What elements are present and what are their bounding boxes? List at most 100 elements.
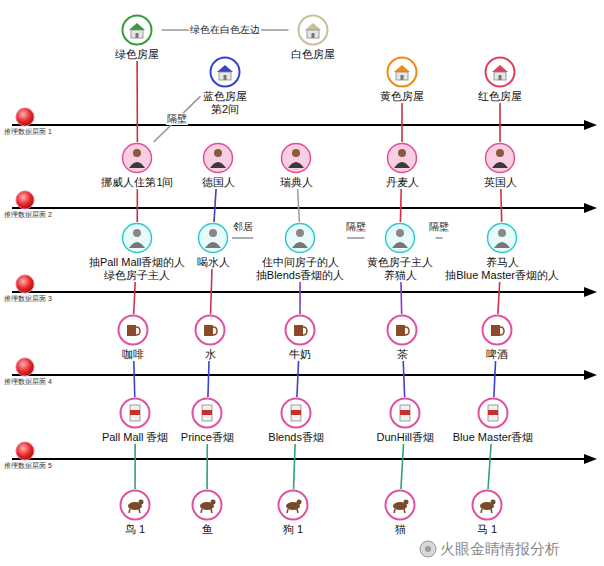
icon-node: 鸟 1 [117,489,154,536]
connector [400,282,402,314]
icon-node: 住中间房子的人抽Blends香烟的人 [253,222,347,282]
node-label: 抽Blue Master香烟的人 [445,269,560,282]
person-icon [386,142,418,174]
edge-label: 隔壁 [345,221,367,233]
node-label: 养猫人 [367,269,434,282]
watermark-logo [420,541,436,557]
icon-node: 咖啡 [115,314,152,361]
icon-node: 丹麦人 [383,142,421,189]
icon-node: Prince香烟 [178,397,237,444]
timeline-label: 推理数据层面 4 [4,378,52,386]
node-label: 马 1 [471,523,504,536]
watermark: 火眼金睛情报分析 [440,540,560,558]
house-icon [209,56,241,88]
edge-label: 邻居 [232,221,254,233]
connector [134,282,135,314]
edge-label: 隔壁 [166,113,188,125]
icon-node: 养马人抽Blue Master香烟的人 [443,222,562,282]
node-label: 鱼 [191,523,224,536]
icon-node: 黄色房子主人养猫人 [365,222,436,282]
icon-node: 绿色房屋 [113,14,162,61]
connector [500,189,502,222]
node-label: DunHill香烟 [376,431,435,444]
connector [208,361,209,397]
pack-icon [119,397,151,429]
icon-node: 挪威人住第1间 [98,142,176,189]
node-label: 喝水人 [196,256,230,269]
connector [436,237,443,239]
connector [347,237,364,239]
animal-icon [384,489,416,521]
connector [488,444,491,489]
person2-icon [284,222,316,254]
pack-icon [389,397,421,429]
node-label: 牛奶 [284,348,317,361]
connector [401,444,404,489]
node-label: Blends香烟 [268,431,325,444]
node-label: 黄色房屋 [380,90,425,103]
connector [133,361,136,397]
drink-icon [386,314,418,346]
timeline-label: 推理数据层面 2 [4,211,52,219]
house-icon [484,56,516,88]
node-label: Pall Mall 香烟 [101,431,169,444]
drink-icon [284,314,316,346]
pack-icon [477,397,509,429]
node-label: 绿色房子主人 [88,269,186,282]
connector [498,282,500,314]
icon-node: 蓝色房屋第2间 [201,56,250,116]
icon-node: 德国人 [199,142,237,189]
connector [154,96,201,142]
timeline-label: 推理数据层面 3 [4,295,52,303]
timeline-label: 推理数据层面 5 [4,462,52,470]
icon-node: 红色房屋 [476,56,525,103]
icon-node: 抽Pall Mall香烟的人绿色房子主人 [86,222,188,282]
person2-icon [384,222,416,254]
connector [297,361,299,397]
connector [400,189,402,222]
house-icon [121,14,153,46]
icon-node: 马 1 [469,489,506,536]
person2-icon [197,222,229,254]
node-label: 咖啡 [117,348,150,361]
node-label: 狗 1 [277,523,310,536]
icon-node: DunHill香烟 [374,397,437,444]
person2-icon [121,222,153,254]
connector [401,103,403,142]
icon-node: Blue Master香烟 [450,397,536,444]
connector [134,444,136,489]
arrow-head [584,120,597,464]
node-label: 黄色房子主人 [367,256,434,269]
node-label: 德国人 [201,176,235,189]
person-icon [202,142,234,174]
connector [494,361,496,397]
node-label: 茶 [386,348,419,361]
node-label: 丹麦人 [385,176,419,189]
node-label: Prince香烟 [180,431,235,444]
connector [499,103,501,142]
icon-node: 狗 1 [275,489,312,536]
drink-icon [194,314,226,346]
node-label: 住中间房子的人 [255,256,345,269]
connector [136,189,138,222]
node-label: 红色房屋 [478,90,523,103]
animal-icon [191,489,223,521]
animal-icon [277,489,309,521]
icon-node: Blends香烟 [266,397,327,444]
timeline-ball [16,108,34,460]
connector [298,189,300,222]
edge-label: 绿色在白色左边 [189,24,261,36]
drink-icon [481,314,513,346]
node-label: 鸟 1 [119,523,152,536]
timeline-label: 推理数据层面 1 [4,128,52,136]
animal-icon [119,489,151,521]
connector [403,361,404,397]
animal-icon [471,489,503,521]
node-label: 挪威人住第1间 [100,176,174,189]
person-icon [121,142,153,174]
node-label: 啤酒 [481,348,514,361]
icon-node: 啤酒 [479,314,516,361]
